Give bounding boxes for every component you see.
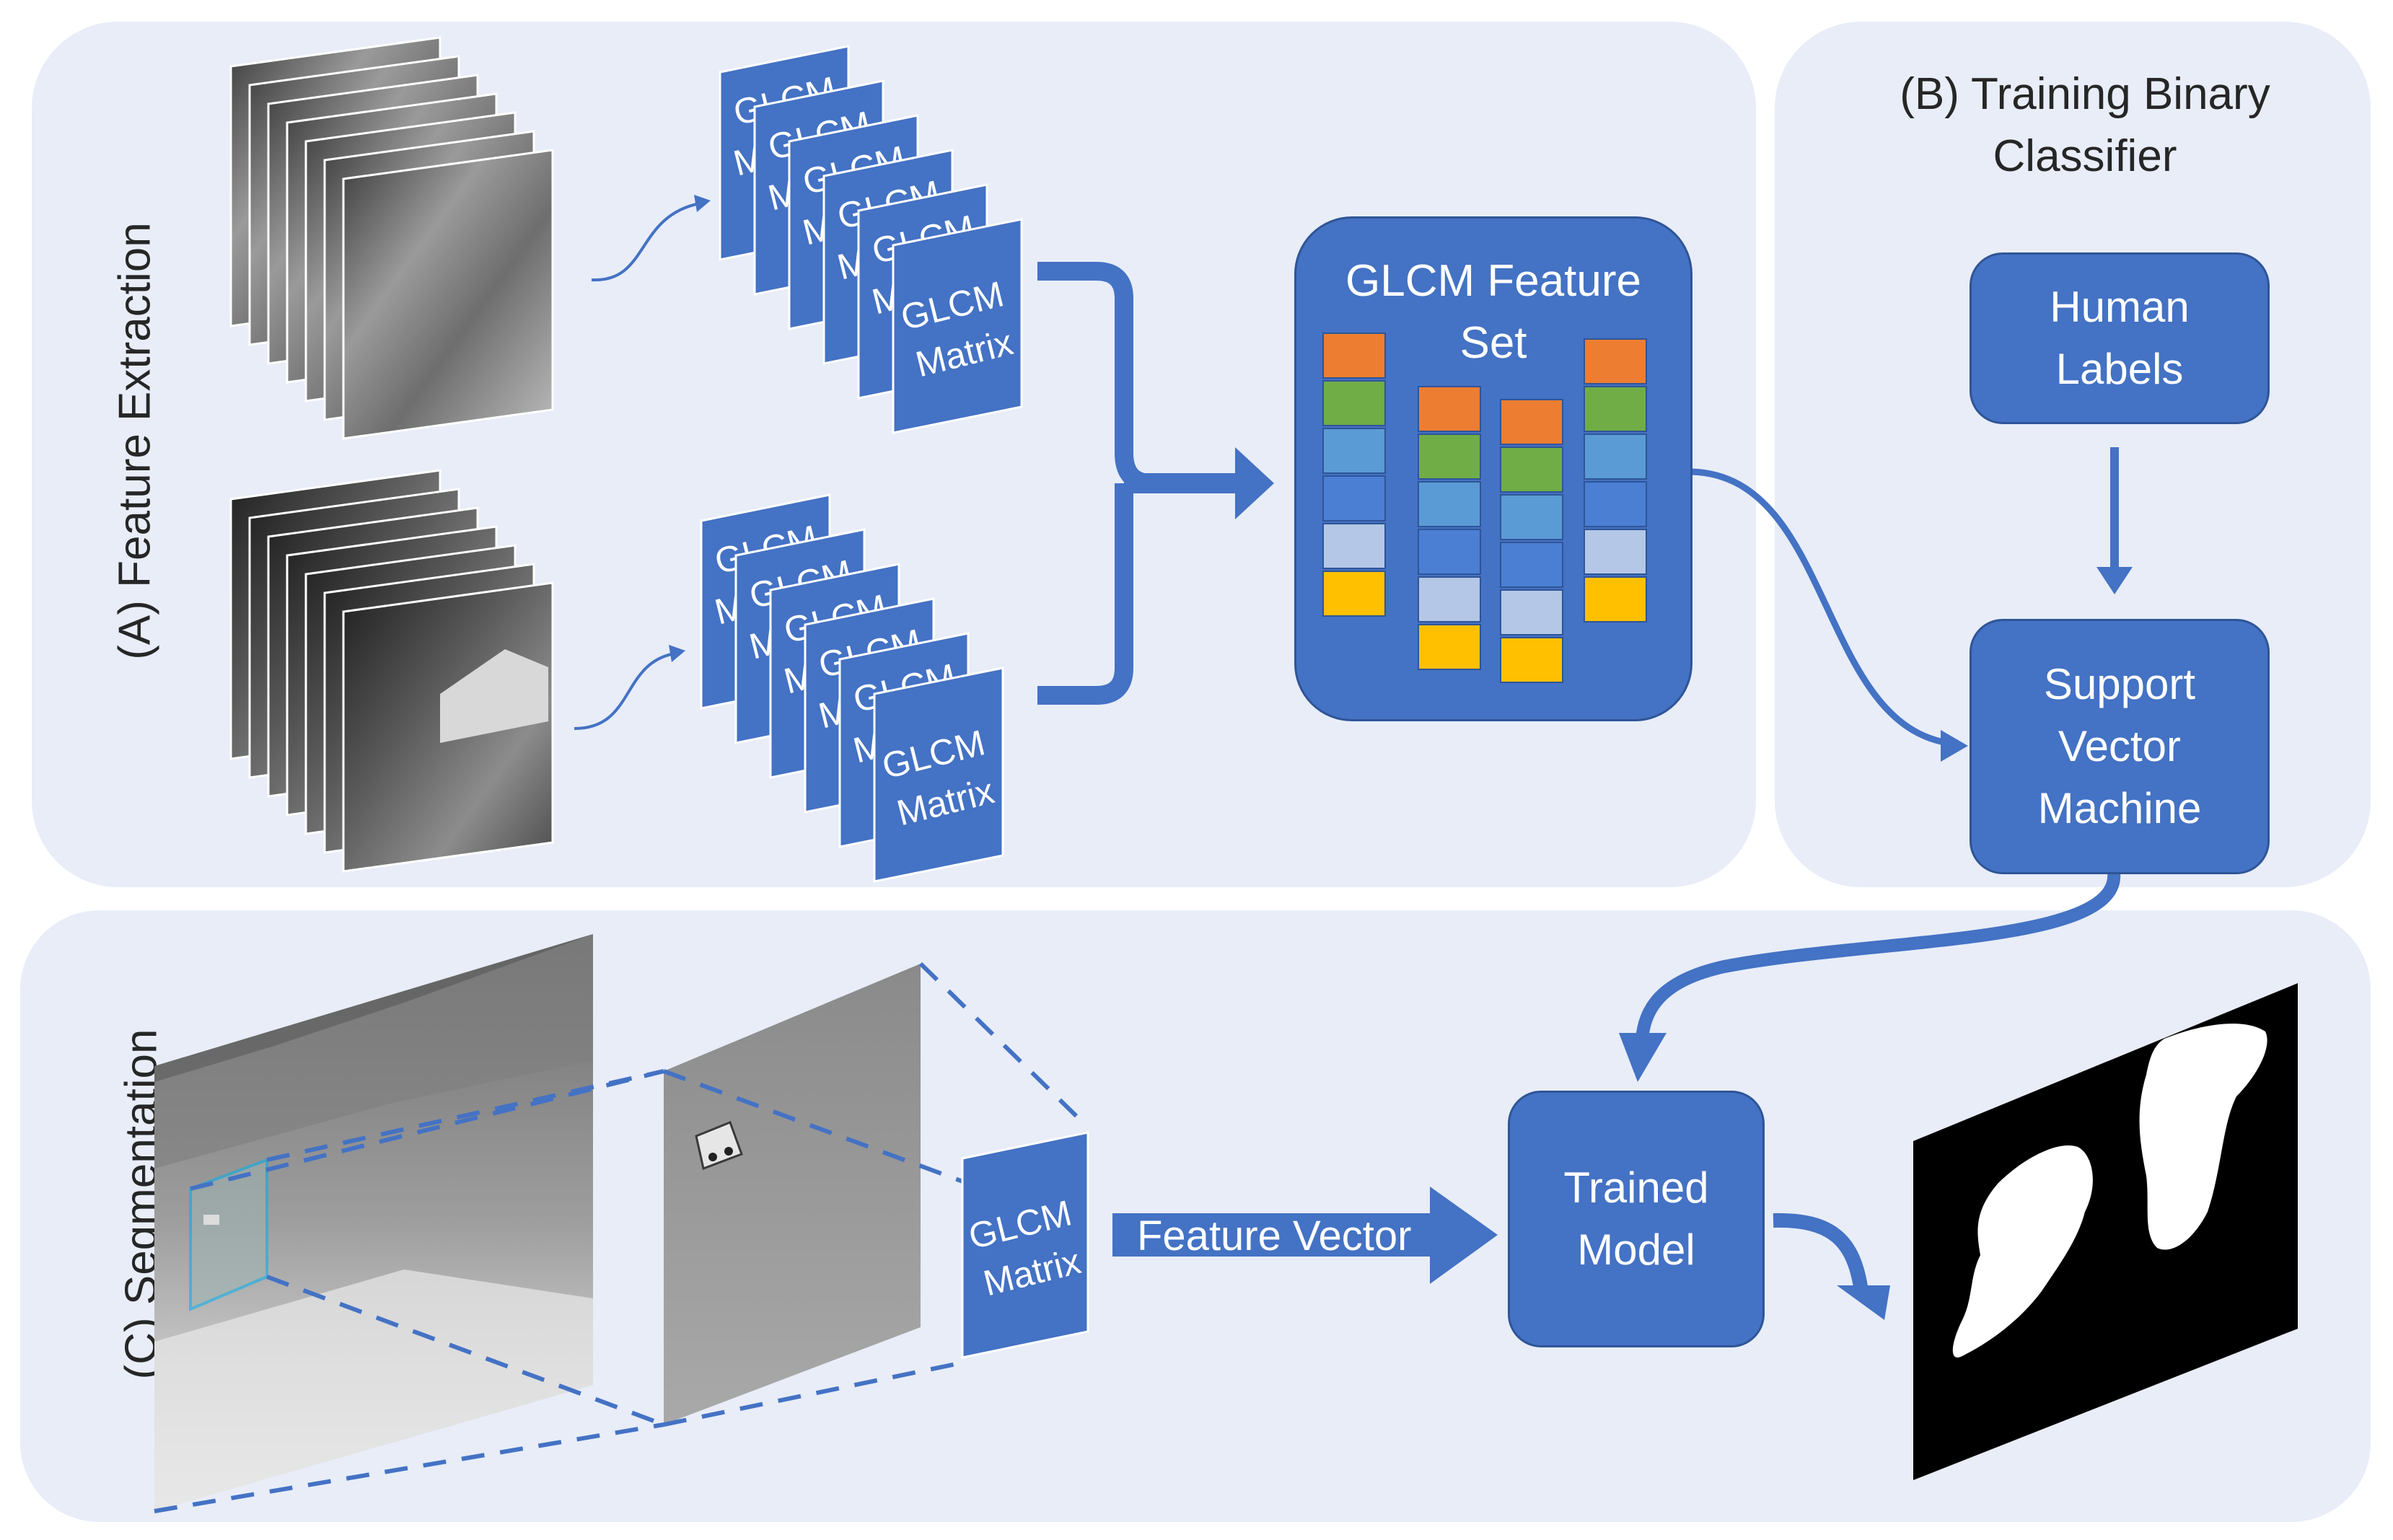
segmentation-zoom-image [664,964,921,1425]
arrow-svm-to-model [1635,872,2121,1040]
arrow-featureset-to-svm [1691,468,1949,747]
feature-vector-label: Feature Vector [1137,1213,1411,1259]
merge-arrow-shaft [1124,473,1239,493]
glcm-feature-set-title: GLCM Feature Set [1345,256,1642,368]
arrowhead-svm [1941,730,1968,762]
arrowhead-labels-to-svm [2096,567,2133,594]
label-training-classifier: (B) Training Binary Classifier [1900,69,2270,181]
arrowhead-model [1619,1033,1667,1082]
glcm-matrix-stack-top: GLCMMGLCMMGLCMMGLCMMGLCMMGLCMMatrix [719,45,1023,434]
feature-vector-arrow [1112,1187,1498,1284]
arrow-labels-to-svm-shaft [2110,447,2119,571]
mask-blob-right [2139,1024,2267,1250]
zoom-guide-lines [154,962,1088,1513]
glcm-matrix-stack-bottom: GLCMMGLCMMGLCMMGLCMMGLCMMGLCMMatrix [700,493,1004,883]
glcm-feature-set-box: GLCM Feature Set [1294,216,1692,721]
mask-blob-left [1952,1145,2093,1358]
arrow-stack-top-to-glcm [591,202,701,282]
segmentation-mask-output [1913,983,2298,1480]
arrowhead-stack-bottom [669,645,685,662]
arrow-stack-bottom-to-glcm [574,652,675,730]
support-vector-machine-box: Support Vector Machine [1970,619,2270,874]
merge-arrowhead [1235,447,1274,519]
arrowhead-stack-top [694,195,711,212]
segmentation-input-image [154,934,593,1511]
vehicle-silhouette [440,649,548,743]
arrow-model-to-mask [1773,1213,1869,1293]
trained-model-box: Trained Model [1508,1091,1765,1347]
human-labels-box: Human Labels [1970,252,2270,424]
arrowhead-mask [1837,1285,1890,1320]
thermal-image-frame [342,149,554,440]
thermal-image-stack-bottom [229,469,554,873]
thermal-image-stack-top [229,36,554,440]
